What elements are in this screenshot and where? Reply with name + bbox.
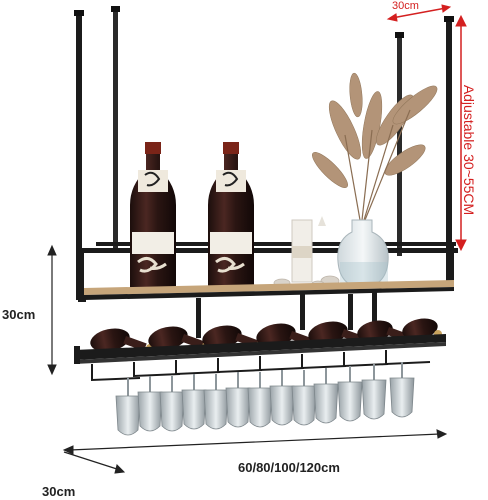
ceiling-rods — [74, 6, 454, 300]
bottom-depth-label: 30cm — [42, 484, 76, 499]
width-options-label: 60/80/100/120cm — [238, 460, 340, 475]
top-depth-arrow — [386, 4, 452, 22]
wine-glass-12 — [361, 364, 387, 420]
wine-glass-1 — [115, 378, 141, 436]
decor-cup — [291, 216, 326, 283]
wine-glass-4 — [181, 374, 207, 430]
wine-glass-11 — [337, 366, 363, 422]
wine-glass-2 — [137, 376, 163, 432]
bottom-depth-arrow — [63, 451, 126, 474]
wine-glass-8 — [269, 370, 295, 426]
rod-back-left — [113, 10, 118, 250]
wine-glass-7 — [247, 372, 273, 428]
standing-bottle-2 — [208, 142, 254, 288]
rod-back-right — [397, 36, 402, 256]
wine-glass-9 — [291, 370, 317, 426]
wine-glass-6 — [225, 372, 251, 428]
standing-bottle-1 — [130, 142, 176, 288]
rod-front-left — [76, 14, 82, 300]
wine-glass-5 — [203, 374, 229, 430]
lower-shelf — [74, 334, 446, 364]
width-arrow — [62, 429, 448, 455]
adjustable-height-label: Adjustable 30~55CM — [461, 84, 477, 216]
hanging-glasses — [115, 362, 415, 436]
wine-glass-13 — [389, 362, 415, 418]
top-depth-label: 30cm — [392, 0, 419, 12]
glass-vase — [337, 219, 389, 289]
upper-frame — [78, 242, 458, 253]
wine-glass-3 — [159, 376, 185, 432]
wine-glass-10 — [313, 368, 339, 424]
upper-front-rail — [76, 250, 84, 298]
adjustable-height-arrow — [455, 14, 467, 252]
pampas-grass — [312, 72, 438, 221]
upper-shelf — [76, 244, 454, 302]
rack-height-label: 30cm — [2, 307, 36, 322]
rod-front-right — [446, 20, 452, 282]
connector-posts — [196, 290, 377, 338]
rack-height-arrow — [47, 244, 57, 376]
